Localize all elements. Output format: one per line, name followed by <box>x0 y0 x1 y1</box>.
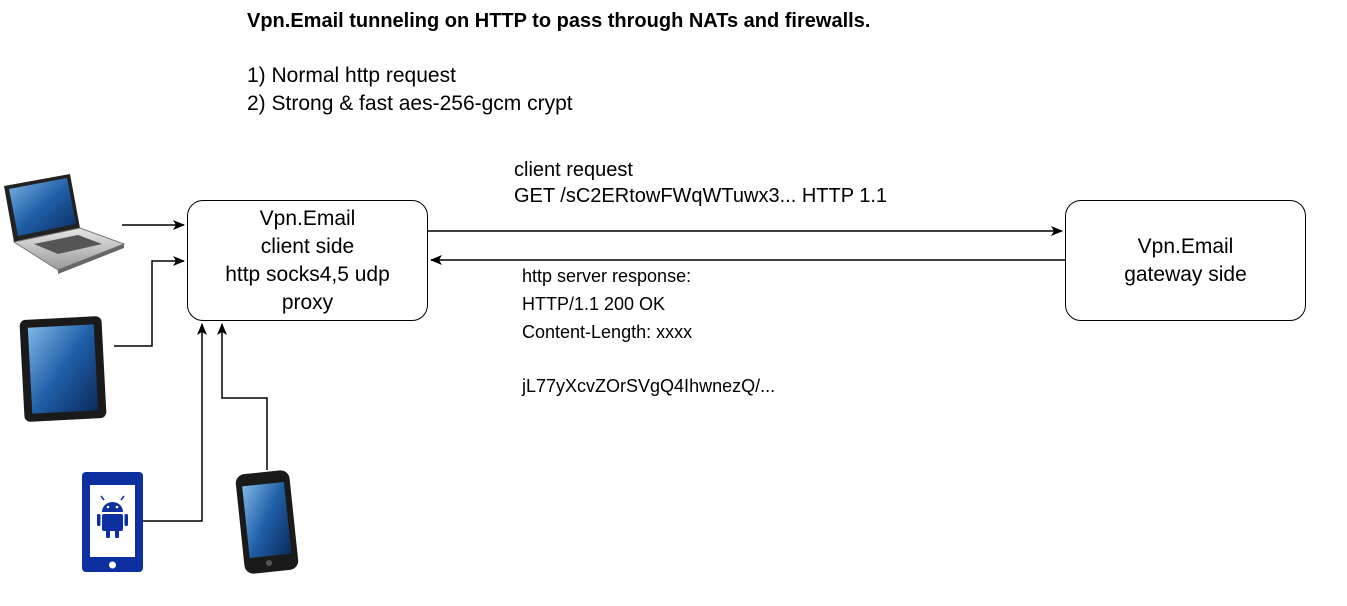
android-phone-icon <box>82 472 143 572</box>
server-response-label: http server response: <box>522 266 692 286</box>
gateway-node-line: gateway side <box>1124 262 1247 286</box>
client-node-line: http socks4,5 udp <box>225 262 390 286</box>
gateway-side-node: Vpn.Email gateway side <box>1065 200 1306 321</box>
client-node-line: proxy <box>281 290 334 314</box>
iphone-icon <box>235 470 299 574</box>
diagram-title: Vpn.Email tunneling on HTTP to pass thro… <box>247 10 871 32</box>
iphone-to-client-arrow <box>217 323 268 470</box>
client-node-line: client side <box>260 234 355 258</box>
feature-encryption: 2) Strong & fast aes-256-gcm crypt <box>247 92 573 115</box>
gateway-node-line: Vpn.Email <box>1137 234 1234 258</box>
server-response-header: Content-Length: xxxx <box>522 322 693 342</box>
tablet-to-client-arrow <box>114 256 185 347</box>
laptop-icon <box>4 174 126 274</box>
tablet-icon <box>19 316 107 422</box>
client-request-line: GET /sC2ERtowFWqWTuwx3... HTTP 1.1 <box>514 185 888 207</box>
feature-normal-http: 1) Normal http request <box>247 64 456 87</box>
server-response-body: jL77yXcvZOrSVgQ4IhwnezQ/... <box>522 376 776 396</box>
client-side-node: Vpn.Email client side http socks4,5 udp … <box>187 200 428 321</box>
client-node-line: Vpn.Email <box>259 206 356 230</box>
client-request-label: client request <box>514 159 633 181</box>
android-to-client-arrow <box>143 323 207 522</box>
server-response-status: HTTP/1.1 200 OK <box>522 294 666 314</box>
